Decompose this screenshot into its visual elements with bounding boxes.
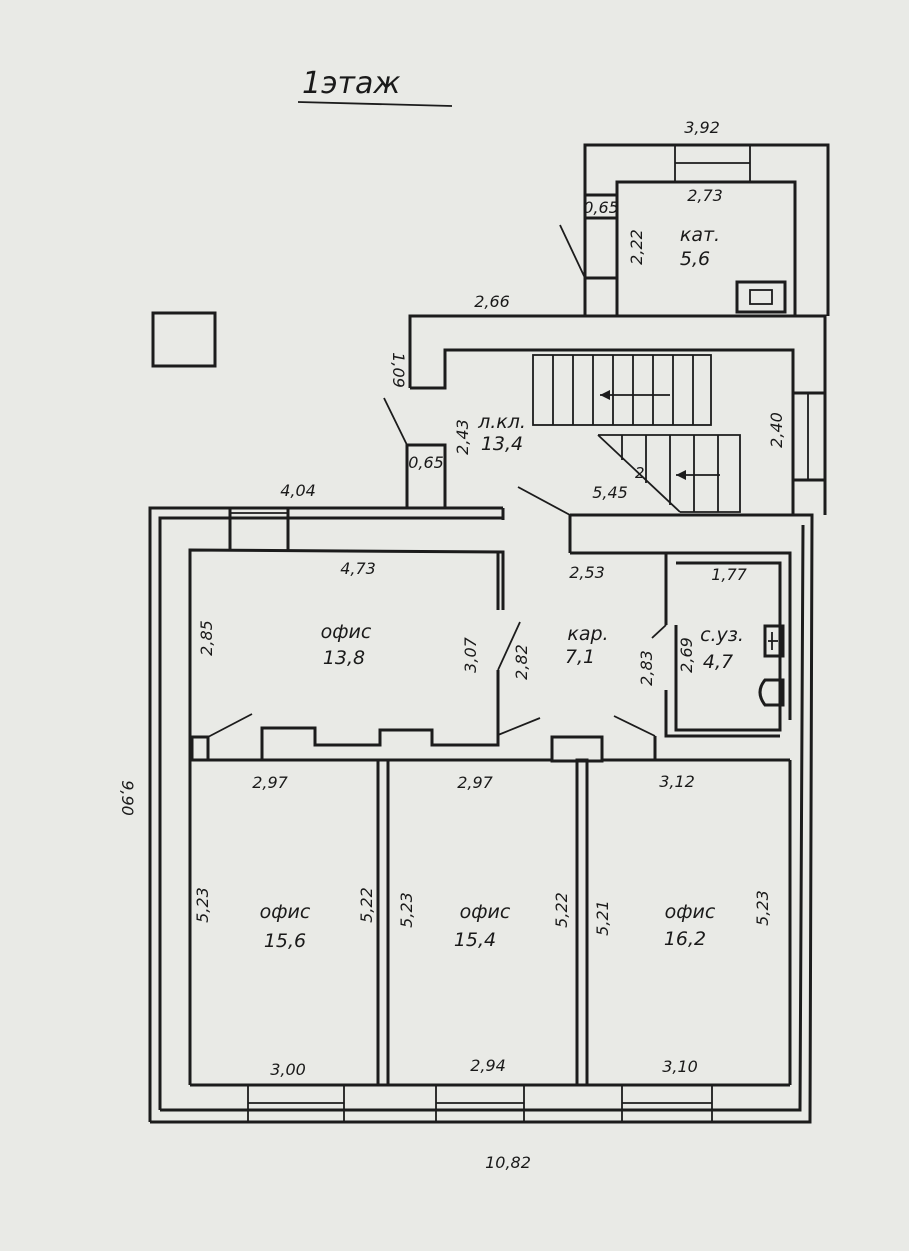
dim-bm-h: 5,23 — [397, 892, 416, 928]
stairs-lower: 2 — [597, 434, 741, 513]
dim-br-w: 3,12 — [659, 772, 695, 791]
column-square — [151, 311, 217, 368]
bottom-windows — [247, 1085, 713, 1122]
floor-title: 1этаж — [302, 66, 400, 101]
dim-stair-width: 5,45 — [592, 483, 628, 502]
main-outer-walls — [148, 506, 814, 1124]
stairs-upper — [532, 354, 712, 426]
dim-bath-w: 1,77 — [711, 565, 747, 584]
dim-office-top-h: 2,85 — [197, 620, 216, 656]
dim-outer-left-top: 4,04 — [280, 481, 316, 500]
boiler-room-walls — [583, 143, 830, 316]
dim-corridor-h: 2,82 — [512, 644, 531, 680]
bathroom-area: 4,7 — [703, 651, 733, 673]
dim-br-h: 5,21 — [593, 900, 612, 936]
dim-stair-hall-h: 2,43 — [453, 419, 472, 455]
dim-bm-bottom: 2,94 — [470, 1056, 506, 1075]
bathroom-name: с.уз. — [700, 624, 744, 646]
stair-hall-name: л.кл. — [477, 411, 526, 433]
dim-office-top-w: 4,73 — [340, 559, 376, 578]
dimension-labels: 3,92 2,73 2,22 0,65 2,66 1,09 2,43 0,65 … — [118, 118, 786, 1172]
dim-corridor-w: 2,53 — [569, 563, 605, 582]
corridor-name: кар. — [567, 623, 608, 645]
dim-overall-h: 9,90 — [118, 780, 137, 816]
boiler-name: кат. — [680, 224, 720, 246]
room-labels: офис 13,8 кар. 7,1 с.уз. 4,7 л.кл. 13,4 … — [260, 224, 744, 952]
office-top-name: офис — [321, 621, 372, 643]
dim-boiler-small: 0,65 — [583, 198, 619, 217]
office-top-area: 13,8 — [323, 647, 365, 669]
dim-boiler-inner: 2,73 — [687, 186, 723, 205]
dim-stair-right: 2,40 — [767, 412, 786, 448]
bottom-office-walls — [190, 758, 792, 1087]
office-bl-area: 15,6 — [264, 930, 306, 952]
dim-bl-h2: 5,22 — [357, 887, 376, 923]
office-top-walls — [188, 508, 505, 1085]
dim-office-top-h2: 3,07 — [461, 636, 480, 672]
bottom-partition — [190, 735, 790, 762]
office-bm-area: 15,4 — [454, 929, 496, 951]
dim-br-bottom: 3,10 — [662, 1057, 698, 1076]
dim-bath-h: 2,69 — [677, 637, 696, 673]
dim-bm-h2: 5,22 — [552, 892, 571, 928]
office-bm-name: офис — [460, 901, 511, 923]
corridor-walls — [550, 551, 792, 763]
dim-br-h2: 5,23 — [753, 890, 772, 926]
dim-bl-h: 5,23 — [193, 887, 212, 923]
dim-bath-h2: 2,83 — [637, 650, 656, 686]
title-underline — [297, 101, 453, 107]
dim-bl-w: 2,97 — [252, 773, 288, 792]
stair-hall-area: 13,4 — [481, 433, 523, 455]
boiler-area: 5,6 — [680, 248, 710, 270]
dim-annex-width: 2,66 — [474, 292, 510, 311]
office-br-name: офис — [665, 901, 716, 923]
door-swings — [207, 224, 667, 738]
dim-stair-small: 1,09 — [389, 352, 408, 388]
dim-bl-bottom: 3,00 — [270, 1060, 306, 1079]
dim-overall-w: 10,82 — [485, 1153, 531, 1172]
stair-mark: 2 — [635, 464, 645, 482]
dim-boiler-side: 2,22 — [627, 229, 646, 265]
dim-boiler-top: 3,92 — [684, 118, 720, 137]
office-bl-name: офис — [260, 901, 311, 923]
dim-bm-w: 2,97 — [457, 773, 493, 792]
dim-stair-niche: 0,65 — [408, 453, 444, 472]
office-br-area: 16,2 — [664, 928, 706, 950]
corridor-area: 7,1 — [565, 646, 595, 668]
